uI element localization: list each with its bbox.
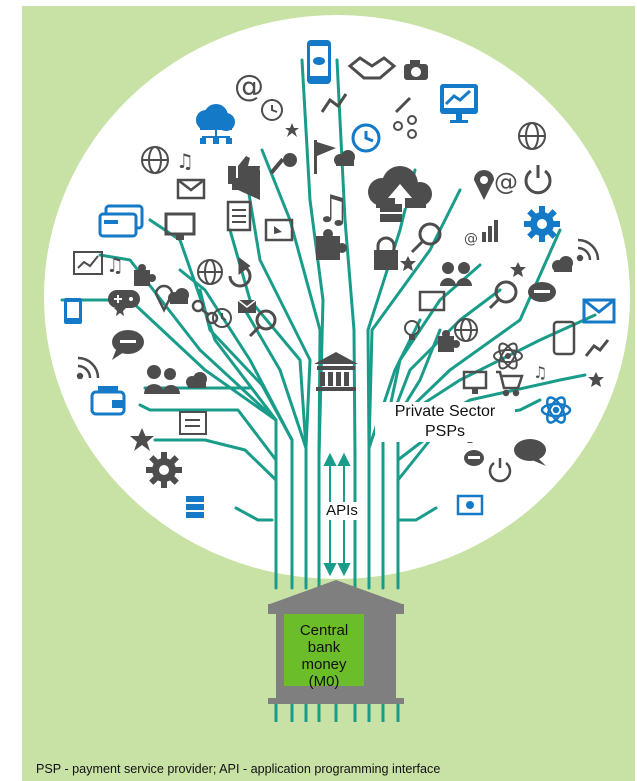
cloud-icon	[552, 256, 573, 272]
apis-label: APIs	[324, 502, 360, 520]
trend-line-icon	[584, 339, 610, 357]
megaphone-icon	[232, 170, 260, 200]
star-icon	[400, 256, 416, 271]
clock-icon	[261, 99, 283, 121]
power-icon	[524, 165, 552, 195]
envelope-icon	[176, 178, 206, 200]
at-sign-icon: @	[464, 231, 478, 247]
document-icon	[179, 411, 207, 435]
document-icon	[226, 200, 252, 232]
music-icon: ♫	[533, 363, 547, 382]
star-icon	[285, 123, 299, 137]
speech-bubble-icon	[514, 439, 546, 466]
smartphone-icon	[307, 40, 331, 84]
lock-icon	[374, 236, 398, 270]
analytics-monitor-icon	[440, 84, 478, 123]
globe-icon	[197, 259, 223, 285]
star-icon	[588, 372, 604, 387]
camera-icon	[404, 60, 428, 80]
star-icon	[130, 428, 154, 451]
speech-bubble-icon	[464, 450, 484, 466]
server-icon	[186, 496, 204, 518]
envelope-icon	[237, 299, 257, 313]
star-icon	[510, 262, 526, 277]
money-box	[284, 614, 364, 686]
trend-line-icon	[320, 93, 348, 113]
trend-line-icon	[394, 96, 412, 114]
bar-chart-icon	[482, 220, 498, 242]
music-icon: ♫	[176, 149, 194, 173]
share-icon	[191, 299, 219, 325]
globe-icon	[518, 122, 546, 150]
at-sign-icon: @	[494, 168, 518, 196]
monitor-icon	[418, 290, 446, 312]
central-bank-building	[268, 580, 404, 722]
envelope-icon	[582, 298, 616, 324]
banknote-icon	[456, 494, 484, 516]
cloud-icon	[168, 288, 189, 304]
cart-icon	[496, 370, 524, 397]
speech-bubble-icon	[112, 330, 144, 360]
monitor-icon	[462, 370, 488, 394]
tablet-icon	[64, 298, 82, 324]
wifi-icon	[76, 356, 100, 380]
lightbulb-icon	[404, 320, 420, 340]
music-icon: ♫	[106, 253, 124, 277]
gear-icon	[524, 206, 560, 242]
tablet-icon	[552, 320, 576, 356]
people-icon	[144, 365, 180, 394]
handshake-icon	[347, 56, 397, 80]
magnifier-icon	[410, 222, 442, 254]
gamepad-icon	[108, 290, 140, 308]
star-icon	[114, 304, 126, 316]
puzzle-icon	[438, 330, 460, 352]
clock-icon	[351, 123, 381, 153]
key-icon	[269, 153, 297, 175]
magnifier-icon	[248, 309, 277, 338]
flag-icon	[314, 140, 336, 174]
private-sector-psps-label: Private Sector PSPs	[375, 402, 515, 442]
globe-icon	[141, 146, 169, 174]
gear-icon	[146, 452, 182, 488]
speech-bubble-icon	[528, 282, 556, 302]
people-icon	[440, 262, 472, 286]
location-pin-icon	[474, 170, 494, 200]
music-icon: ♫	[316, 187, 350, 231]
cloud-network-icon	[196, 104, 235, 144]
atom-icon	[540, 396, 572, 424]
wifi-icon	[576, 238, 600, 262]
power-icon	[488, 458, 512, 483]
monitor-icon	[164, 212, 196, 240]
puzzle-icon	[134, 264, 156, 286]
wallet-icon	[90, 386, 126, 416]
footnote: PSP - payment service provider; API - ap…	[36, 762, 441, 776]
magnifier-icon	[488, 280, 518, 310]
clock-icon	[212, 308, 232, 328]
globe-icon	[454, 318, 478, 342]
central-bank-money-label: Central bank money (M0)	[299, 622, 349, 690]
refresh-icon	[228, 257, 252, 288]
cloud-icon	[186, 372, 207, 388]
puzzle-icon	[316, 229, 347, 260]
share-icon	[393, 115, 417, 139]
monitor-icon	[264, 218, 294, 242]
atom-icon	[493, 342, 523, 370]
at-sign-icon: @	[234, 69, 264, 104]
server-icon	[380, 204, 402, 222]
bank-icon	[314, 352, 358, 391]
cloud-icon	[334, 150, 355, 166]
bar-chart-icon	[73, 251, 103, 275]
credit-card-icon	[98, 204, 144, 238]
